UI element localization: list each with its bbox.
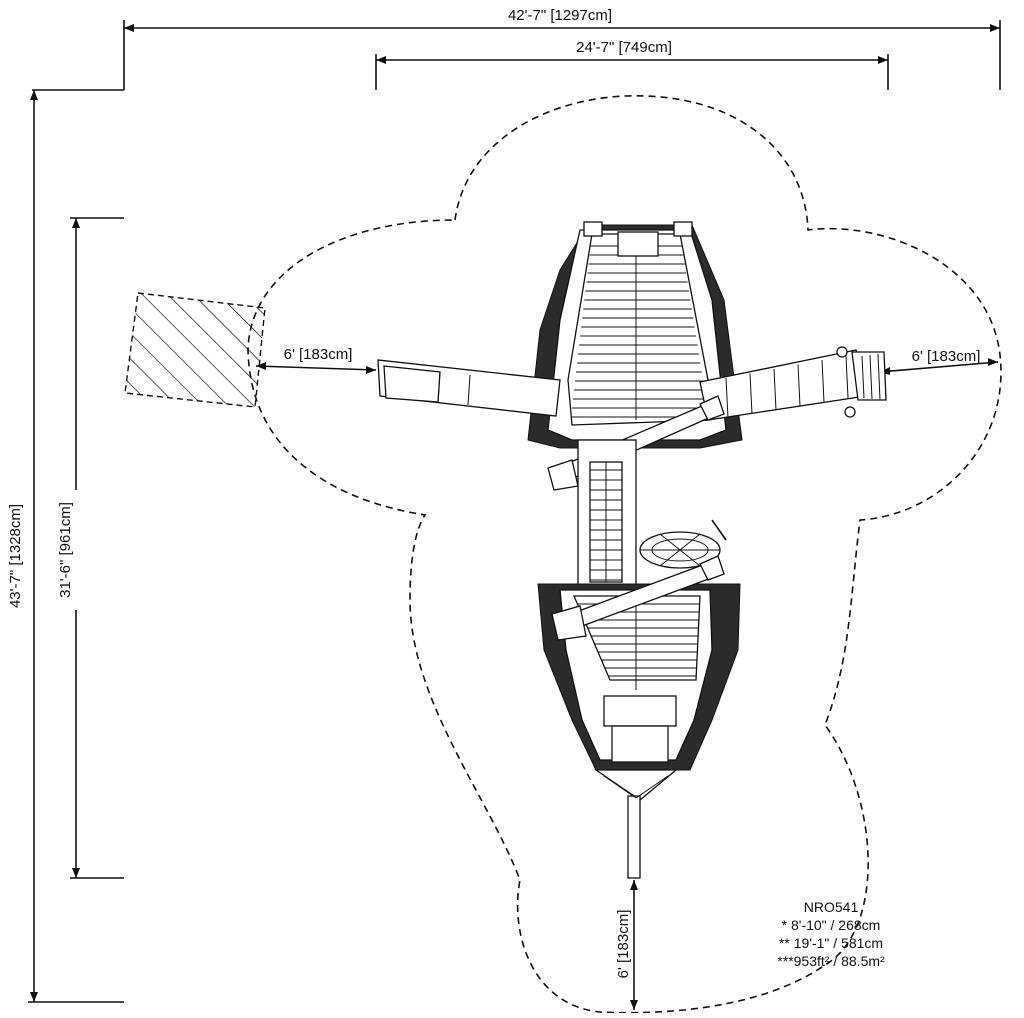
plank-line	[749, 373, 753, 415]
right-bridge	[699, 346, 887, 421]
safety-area: ***953ft² / 88.5m²	[777, 953, 885, 969]
center-bridge	[577, 439, 637, 591]
overall-height: ** 19'-1" / 581cm	[778, 935, 884, 951]
spec-block: NRO541 * 8'-10" / 268cm ** 19'-1" / 581c…	[756, 898, 906, 970]
structure-length-label: 31'-6" [961cm]	[57, 502, 74, 598]
left-slide	[377, 359, 561, 417]
structure-width-dimension	[375, 54, 889, 90]
overall-width-dimension	[32, 20, 1001, 91]
overall-length-label: 43'-7" [1328cm]	[7, 504, 24, 608]
plank-line	[797, 364, 801, 407]
lower-swing-beam	[551, 555, 725, 641]
plank-line	[845, 355, 849, 399]
deck-height: * 8'-10" / 268cm	[781, 917, 881, 933]
overall-length-dimension	[28, 90, 124, 1003]
upper-deck	[527, 221, 743, 449]
plank-line	[725, 377, 729, 419]
hatched-area	[124, 292, 266, 408]
structure-length-dimension	[70, 217, 124, 879]
bottom-clearance-dimension	[630, 880, 638, 1010]
left-clearance-label: 6' [183cm]	[284, 346, 353, 363]
model-number: NRO541	[803, 899, 859, 915]
bowsprit	[593, 769, 678, 879]
tire-swing	[639, 519, 727, 569]
left-clearance-dimension	[255, 362, 377, 374]
overall-width-label: 42'-7" [1297cm]	[508, 7, 612, 24]
plank-line	[773, 368, 777, 411]
safety-zone-outline	[247, 95, 1002, 1014]
plank-line	[821, 359, 825, 403]
lower-deck	[537, 583, 741, 771]
right-clearance-label: 6' [183cm]	[912, 348, 981, 365]
playset-structure	[377, 221, 887, 879]
structure-width-label: 24'-7" [749cm]	[576, 39, 672, 56]
bottom-clearance-label: 6' [183cm]	[615, 910, 632, 979]
